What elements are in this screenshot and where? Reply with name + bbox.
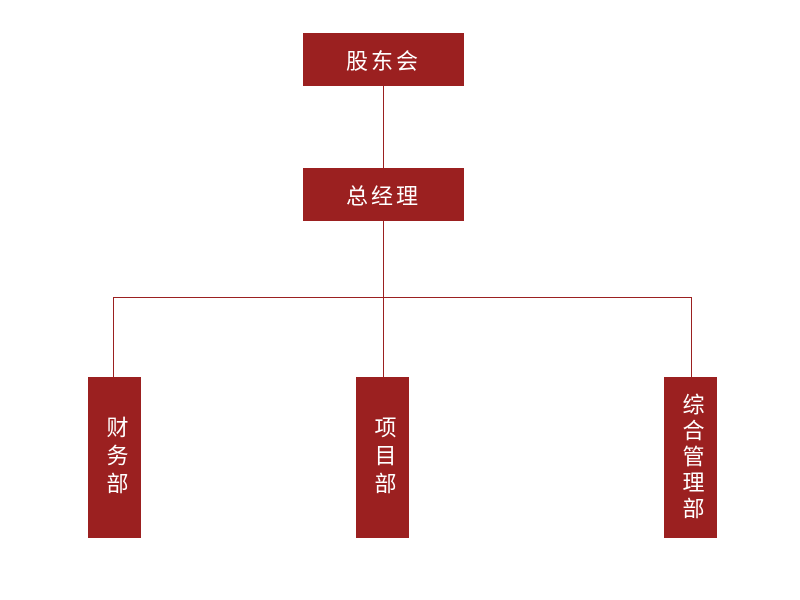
node-shareholders-meeting-label: 股东会 (345, 49, 421, 75)
connector-to-admin (691, 297, 692, 377)
connector-horizontal-bus (113, 297, 692, 298)
node-general-admin-department-label: 综合管理部 (678, 392, 704, 523)
node-general-admin-department: 综合管理部 (664, 377, 717, 538)
connector-to-finance (113, 297, 114, 377)
connector-to-project (383, 297, 384, 377)
node-project-department-label: 项目部 (370, 415, 396, 500)
connector-middle-to-bus (383, 220, 384, 298)
node-project-department: 项目部 (356, 377, 409, 538)
connector-top-to-middle (383, 85, 384, 168)
node-finance-department: 财务部 (88, 377, 141, 538)
node-finance-department-label: 财务部 (102, 415, 128, 500)
node-general-manager: 总经理 (303, 168, 464, 221)
node-general-manager-label: 总经理 (345, 184, 421, 210)
node-shareholders-meeting: 股东会 (303, 33, 464, 86)
